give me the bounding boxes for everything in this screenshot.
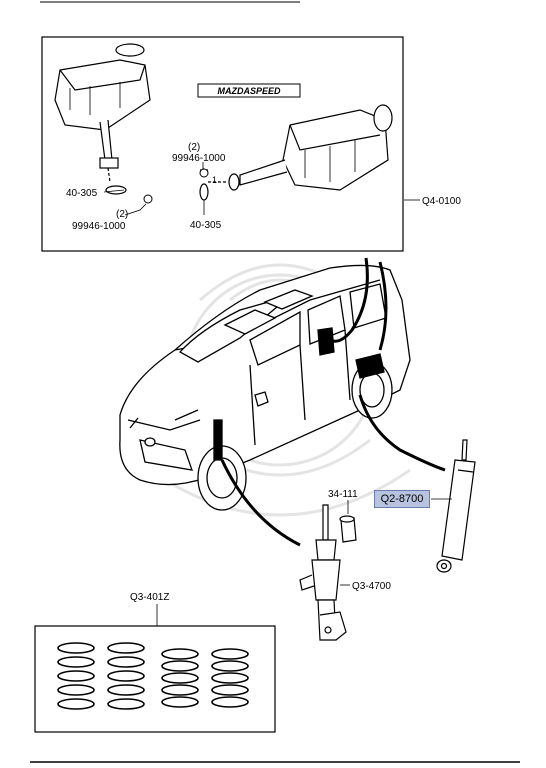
left-muffler[interactable]: [54, 43, 151, 195]
mazdaspeed-badge-text: MAZDASPEED: [217, 86, 281, 96]
callout-q4-0100[interactable]: Q4-0100: [422, 196, 461, 207]
coil-spring-4: [211, 648, 249, 708]
callout-34-111[interactable]: 34-111: [328, 489, 358, 500]
callout-gasket-right[interactable]: 40-305: [190, 220, 222, 231]
location-leaders: [220, 257, 446, 547]
vehicle-illustration: [119, 264, 411, 511]
callout-q3-401z[interactable]: Q3-401Z: [130, 592, 169, 603]
callout-q3-4700[interactable]: Q3-4700: [352, 581, 391, 592]
bolt-left-qty: (2): [116, 209, 128, 220]
bolt-right-qty: (2): [188, 142, 200, 153]
coil-spring-1: [57, 642, 95, 710]
callout-gasket-left[interactable]: 40-305: [66, 188, 98, 199]
rear-shock-absorber[interactable]: [436, 439, 476, 573]
coil-spring-3: [161, 648, 199, 708]
spring-kit-panel[interactable]: [34, 625, 276, 733]
coil-springs: [57, 642, 249, 710]
callout-bolt-right[interactable]: 99946-1000: [172, 153, 226, 164]
exhaust-kit-panel[interactable]: MAZDASPEED (2) 99946-1000 1 40-30: [41, 36, 420, 252]
mazdaspeed-badge: MAZDASPEED: [197, 83, 301, 98]
right-muffler[interactable]: [199, 104, 393, 201]
bolt-right-icon: [199, 168, 209, 178]
callout-bolt-left[interactable]: 99946-1000: [72, 221, 126, 232]
spring-kit-frame: [34, 625, 276, 733]
bolt-left-icon: [143, 194, 153, 204]
callout-marker: 1: [212, 175, 217, 185]
coil-spring-2: [107, 642, 145, 710]
bump-stop[interactable]: [339, 515, 357, 543]
front-strut[interactable]: [299, 504, 347, 641]
callout-q2-8700[interactable]: Q2-8700: [374, 490, 430, 508]
exhaust-kit-frame: [41, 36, 404, 252]
